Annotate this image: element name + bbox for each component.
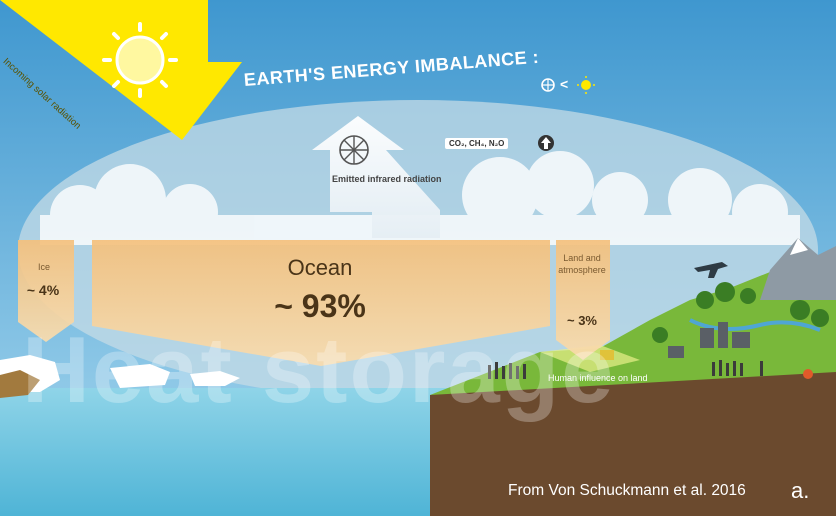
emitted-radiation-label: Emitted infrared radiation [332, 174, 442, 184]
sun-icon [102, 22, 178, 98]
river [689, 318, 821, 332]
sea-ice-floe [110, 364, 170, 388]
less-than-sign: < [560, 76, 568, 92]
ground-crust [430, 372, 836, 516]
land-storage-box [556, 240, 610, 360]
forest [652, 282, 829, 343]
farmland [540, 345, 640, 372]
people-silhouettes [488, 360, 763, 379]
panel-label: a. [791, 478, 810, 503]
fire-icon [803, 369, 813, 379]
human-influence-label: Human influence on land [548, 373, 648, 383]
mountain-peak [760, 238, 836, 300]
cloud-bank [40, 151, 800, 245]
ice-label: Ice [37, 262, 50, 272]
greenhouse-gases-label: CO₂, CH₄, N₂O [445, 138, 509, 149]
ice-storage-box [18, 240, 74, 342]
earth-icon [541, 78, 555, 92]
sea-ice-floe [190, 371, 240, 386]
source-credit: From Von Schuckmann et al. 2016 [508, 482, 746, 499]
tractor-icon [600, 350, 614, 360]
sun-icon [577, 76, 595, 94]
airplane-icon [694, 262, 728, 278]
coastline-left [0, 370, 40, 398]
ocean-label: Ocean [287, 255, 353, 280]
land-atmosphere-label: Land and atmosphere [558, 253, 606, 275]
ice-percentage: ~ 4% [26, 282, 60, 298]
mountain-snowcap [790, 238, 808, 255]
town-buildings [668, 322, 750, 358]
infrared-icon [339, 135, 369, 165]
ocean-storage-box [92, 240, 550, 366]
land-percentage: ~ 3% [567, 313, 597, 328]
emitted-infrared-arrow [312, 116, 440, 238]
ocean-percentage: ~ 93% [274, 288, 366, 324]
heat-storage-watermark: Heat storage [22, 317, 616, 422]
up-arrow-icon [538, 135, 554, 151]
